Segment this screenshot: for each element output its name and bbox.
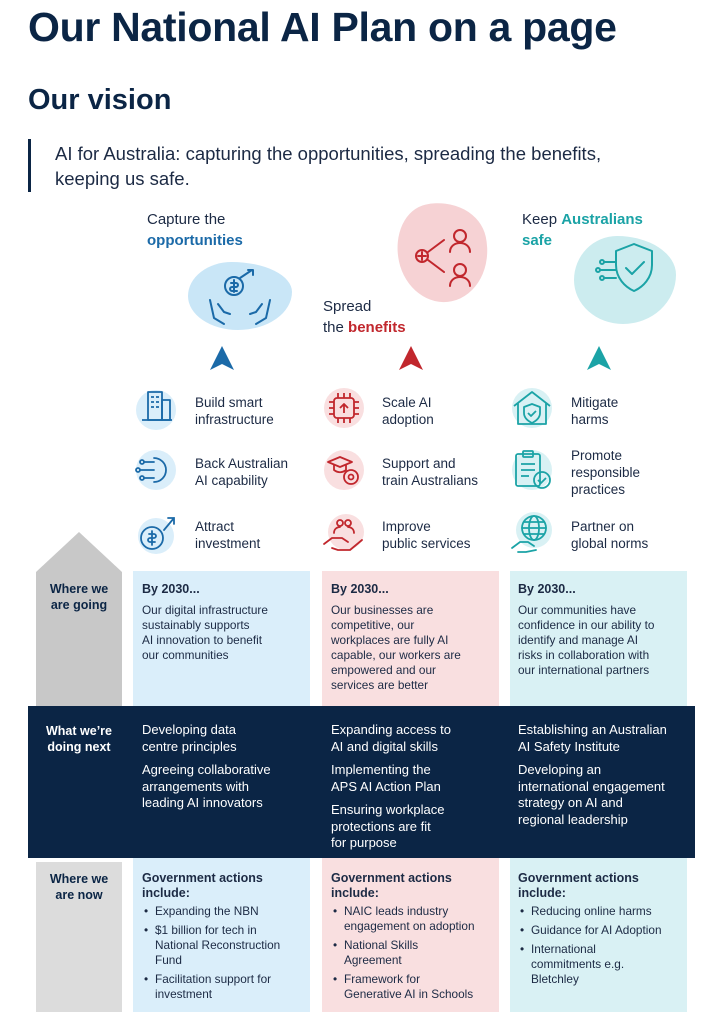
share-people-icon [415,229,471,287]
list-item: Reducing online harms [518,904,686,919]
investment-icon [138,517,175,554]
home-shield-icon [512,388,552,428]
vision-heading: Our vision [28,84,172,116]
page-title: Our National AI Plan on a page [28,4,617,50]
feature-responsible-practices: Promote responsible practices [571,448,641,497]
feature-mitigate-harms: Mitigate harms [571,395,619,427]
now-spread: Government actions include: NAIC leads i… [331,871,497,1006]
scale-ai-chip-icon [324,388,364,428]
vision-statement: AI for Australia: capturing the opportun… [55,143,602,189]
pillar-capture-blob [188,262,292,330]
pillar-safe-heading: Keep Australians safe [522,211,643,249]
going-safe: By 2030... Our communities have confiden… [518,582,655,677]
arrow-up-icon [399,346,423,370]
feature-global-norms: Partner on global norms [571,519,649,551]
smart-infrastructure-icon [136,390,176,430]
arrow-up-icon [587,346,611,370]
pillar-capture-heading: Capture the opportunities [147,211,243,249]
arrow-up-icon [210,346,234,370]
row-label-now: Where we are now [49,872,109,902]
shield-check-icon [595,243,653,292]
hands-money-growth-icon [209,269,271,325]
feature-build-infrastructure: Build smart infrastructure [195,395,274,427]
going-spread: By 2030... Our businesses are competitiv… [331,582,461,692]
list-item: Expanding the NBN [142,904,308,919]
globe-hand-icon [511,512,552,553]
feature-ai-capability: Back Australian AI capability [195,456,289,488]
row-label-next: What we’re doing next [46,724,112,754]
now-label-background [36,862,122,1012]
list-item: Guidance for AI Adoption [518,923,686,938]
feature-public-services: Improve public services [382,519,471,551]
row-label-going: Where we are going [49,582,109,612]
progress-arrow-shape [36,532,122,708]
pillar-safe-blob [574,236,676,324]
feature-attract-investment: Attract investment [195,519,261,551]
going-capture: By 2030... Our digital infrastructure su… [142,582,268,662]
now-capture: Government actions include: Expanding th… [142,871,308,1006]
train-gear-icon [324,450,364,490]
doing-next-band [28,706,695,858]
pillar-spread-heading: Spread the benefits [323,298,406,336]
feature-scale-adoption: Scale AI adoption [382,395,434,427]
now-safe: Government actions include: Reducing onl… [518,871,686,991]
clipboard-check-icon [512,450,552,490]
vision-accent-bar [28,139,31,192]
ai-capability-icon [135,450,176,490]
feature-support-train: Support and train Australians [382,456,479,488]
public-services-hand-icon [323,514,364,551]
